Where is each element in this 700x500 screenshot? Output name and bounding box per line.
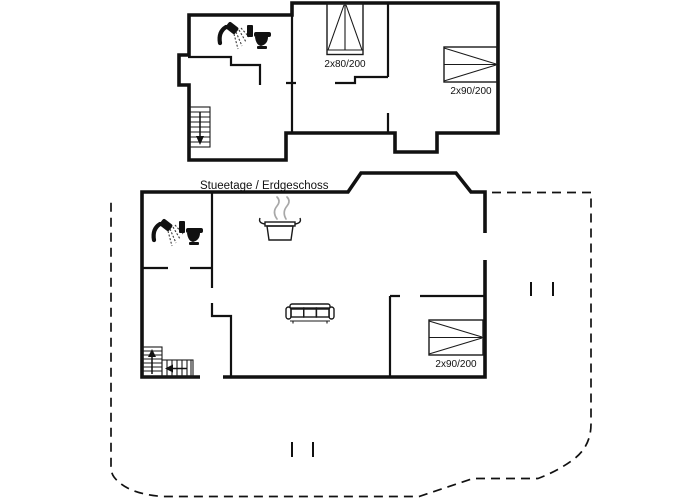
bed-2x90-ground-label: 2x90/200 xyxy=(435,359,477,370)
bed-2x90-upper-label: 2x90/200 xyxy=(450,86,492,97)
ground-interior-walls xyxy=(142,192,485,377)
terrace-opening-marks xyxy=(291,282,554,457)
stair-arrow-down-icon xyxy=(196,136,204,145)
shower-icon xyxy=(217,21,250,50)
ground-outer-walls xyxy=(140,171,487,379)
toilet-icon xyxy=(247,25,271,49)
bed-2x90-upper xyxy=(443,46,498,83)
ground-floor-plan: Stueetage / Erdgeschoss xyxy=(110,171,592,498)
steam-icon xyxy=(273,196,290,220)
bed-2x80 xyxy=(326,2,364,56)
bed-2x80-label: 2x80/200 xyxy=(324,59,366,70)
toilet-icon xyxy=(179,221,203,245)
terrace-dashed-outline xyxy=(110,191,592,498)
stair-arrow-left-icon xyxy=(165,364,173,373)
bed-2x90-ground xyxy=(428,319,484,356)
upper-outer-walls xyxy=(177,1,500,162)
upper-floor-plan: 2x80/200 2x90/200 xyxy=(177,1,500,162)
cooking-pot-icon xyxy=(258,196,302,241)
shower-icon xyxy=(151,218,184,247)
ground-floor-label: Stueetage / Erdgeschoss xyxy=(200,180,329,192)
staircase-down xyxy=(189,106,211,148)
sofa-icon xyxy=(285,303,335,324)
staircase-up xyxy=(142,346,194,378)
stair-arrow-up-icon xyxy=(148,349,156,357)
upper-interior-walls xyxy=(188,3,390,133)
